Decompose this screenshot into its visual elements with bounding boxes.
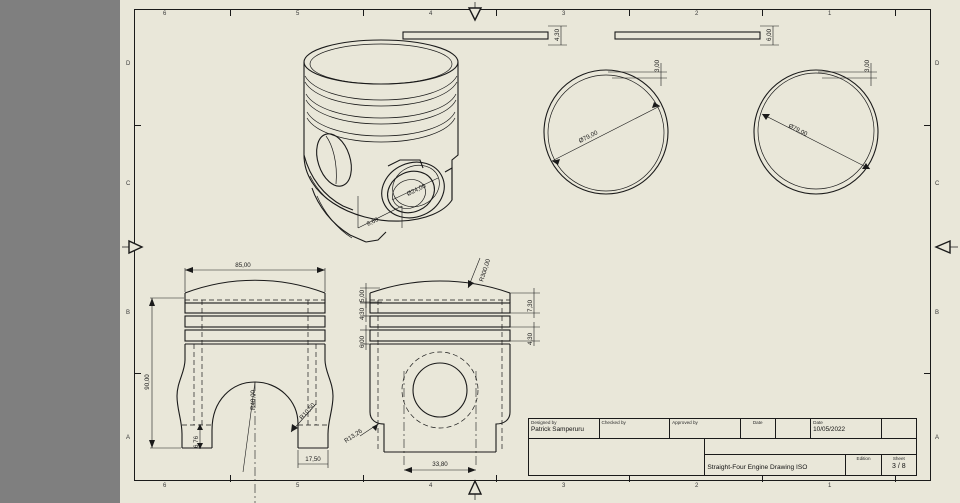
side-elevation-view: R300,00 5,00 4,30 6,00 <box>343 258 540 473</box>
designed-by-value: Patrick Samperuru <box>531 425 584 433</box>
right-plan-edge-dim: 3,00 <box>864 59 871 72</box>
drawing-sheet: 6 5 4 3 2 1 6 5 4 3 2 1 <box>120 0 960 503</box>
right-circular-plan-view: 6,00 Ø79,00 3,00 <box>614 25 879 195</box>
title-block: Designed by Patrick Samperuru Checked by… <box>527 418 918 476</box>
frame-tick <box>629 475 630 482</box>
right-plan-diameter-dim: Ø79,00 <box>787 123 809 139</box>
frame-tick <box>363 475 364 482</box>
frame-tick <box>924 125 931 126</box>
zone-label-right-A: A <box>935 435 940 441</box>
date-label-1: Date <box>752 420 763 425</box>
zone-label-left-B: B <box>126 310 131 316</box>
title-block-designed-by-cell[interactable]: Designed by Patrick Samperuru <box>528 418 600 439</box>
checked-by-label: Checked by <box>601 420 626 425</box>
approved-by-label: Approved by <box>672 420 698 425</box>
zone-label-top-2: 2 <box>695 11 699 17</box>
centering-arrow-right <box>934 239 958 255</box>
side-right-dim-1: 7,30 <box>527 299 534 312</box>
title-block-blank-left <box>527 438 706 476</box>
frame-tick <box>762 475 763 482</box>
frame-tick <box>230 475 231 482</box>
left-circular-plan-view: 4,30 Ø79,00 3,00 <box>402 25 669 195</box>
frame-tick <box>363 9 364 16</box>
front-base-width-dim: 17,50 <box>305 456 321 463</box>
sheet-value: 3 / 8 <box>892 462 906 470</box>
zone-label-left-D: D <box>126 61 131 67</box>
iso-dim-height: 8,60 <box>366 216 380 228</box>
zone-label-top-3: 3 <box>562 11 566 17</box>
side-ring-groove-1-dim: 4,30 <box>359 307 366 320</box>
zone-label-top-5: 5 <box>296 11 300 17</box>
frame-tick <box>762 9 763 16</box>
frame-tick <box>924 373 931 374</box>
edition-label: Edition <box>856 456 871 461</box>
frame-tick <box>895 475 896 482</box>
frame-tick <box>496 9 497 16</box>
title-block-approved-by-cell[interactable]: Approved by <box>669 418 741 439</box>
drawing-canvas: Ø24,00 8,60 4,30 Ø7 <box>122 2 958 503</box>
zone-label-top-1: 1 <box>828 11 832 17</box>
zone-label-bottom-2: 2 <box>695 483 699 489</box>
side-ring-groove-2-dim: 6,00 <box>359 335 366 348</box>
zone-label-bottom-4: 4 <box>429 483 433 489</box>
zone-label-bottom-6: 6 <box>163 483 167 489</box>
frame-tick <box>629 9 630 16</box>
frame-tick <box>496 475 497 482</box>
drawing-title: Straight-Four Engine Drawing ISO <box>707 464 808 471</box>
zone-label-bottom-1: 1 <box>828 483 832 489</box>
frame-tick <box>134 373 141 374</box>
zone-label-top-4: 4 <box>429 11 433 17</box>
title-block-drawing-title-cell[interactable]: Straight-Four Engine Drawing ISO <box>704 454 847 476</box>
isometric-piston-view: Ø24,00 8,60 <box>303 39 459 243</box>
right-plan-thickness-dim: 6,00 <box>766 28 773 41</box>
frame-tick <box>230 9 231 16</box>
left-plan-edge-dim: 3,00 <box>654 59 661 72</box>
centering-arrow-bottom <box>467 479 483 500</box>
front-groove-depth-dim: 6,76 <box>193 435 200 448</box>
sheet-label: Sheet <box>892 456 905 461</box>
zone-label-top-6: 6 <box>163 11 167 17</box>
title-block-edition-cell[interactable]: Edition <box>845 454 882 476</box>
date-value-2: 10/05/2022 <box>813 425 846 433</box>
left-plan-thickness-dim: 4,30 <box>554 28 561 41</box>
side-skirt-radius-dim: R13,26 <box>343 427 364 444</box>
zone-label-right-D: D <box>935 61 940 67</box>
centering-arrow-top <box>467 2 483 22</box>
title-block-checked-by-cell[interactable]: Checked by <box>598 418 671 439</box>
title-block-date-cell-2[interactable]: Date 10/05/2022 <box>810 418 882 439</box>
centering-arrow-left <box>122 239 144 255</box>
side-right-dim-2: 4,30 <box>527 332 534 345</box>
front-height-dim: 90,00 <box>144 374 151 390</box>
front-width-dim: 85,00 <box>235 262 251 269</box>
title-block-sheet-cell[interactable]: Sheet 3 / 8 <box>880 454 918 476</box>
designed-by-label: Designed by <box>531 420 557 425</box>
zone-label-left-A: A <box>126 435 131 441</box>
iso-dim-bore: Ø24,00 <box>406 182 428 197</box>
side-top-land-dim: 5,00 <box>359 289 366 302</box>
frame-tick <box>134 125 141 126</box>
title-block-date-cell-1[interactable]: Date <box>739 418 776 439</box>
zone-label-left-C: C <box>126 181 131 187</box>
frame-tick <box>895 9 896 16</box>
side-pin-bore-width-dim: 33,80 <box>432 461 448 468</box>
date-label-2: Date <box>813 420 823 425</box>
zone-label-bottom-3: 3 <box>562 483 566 489</box>
side-crown-radius-dim: R300,00 <box>478 258 492 283</box>
title-block-spacer-cell-2 <box>880 418 918 439</box>
zone-label-right-C: C <box>935 181 940 187</box>
front-elevation-view: 85,00 90,00 R40,00 R10,50 6,7 <box>144 262 334 503</box>
title-block-blank-right <box>704 438 917 455</box>
title-block-spacer-cell-1 <box>774 418 812 439</box>
zone-label-right-B: B <box>935 310 940 316</box>
front-skirt-radius-dim: R40,00 <box>250 389 257 410</box>
zone-label-bottom-5: 5 <box>296 483 300 489</box>
